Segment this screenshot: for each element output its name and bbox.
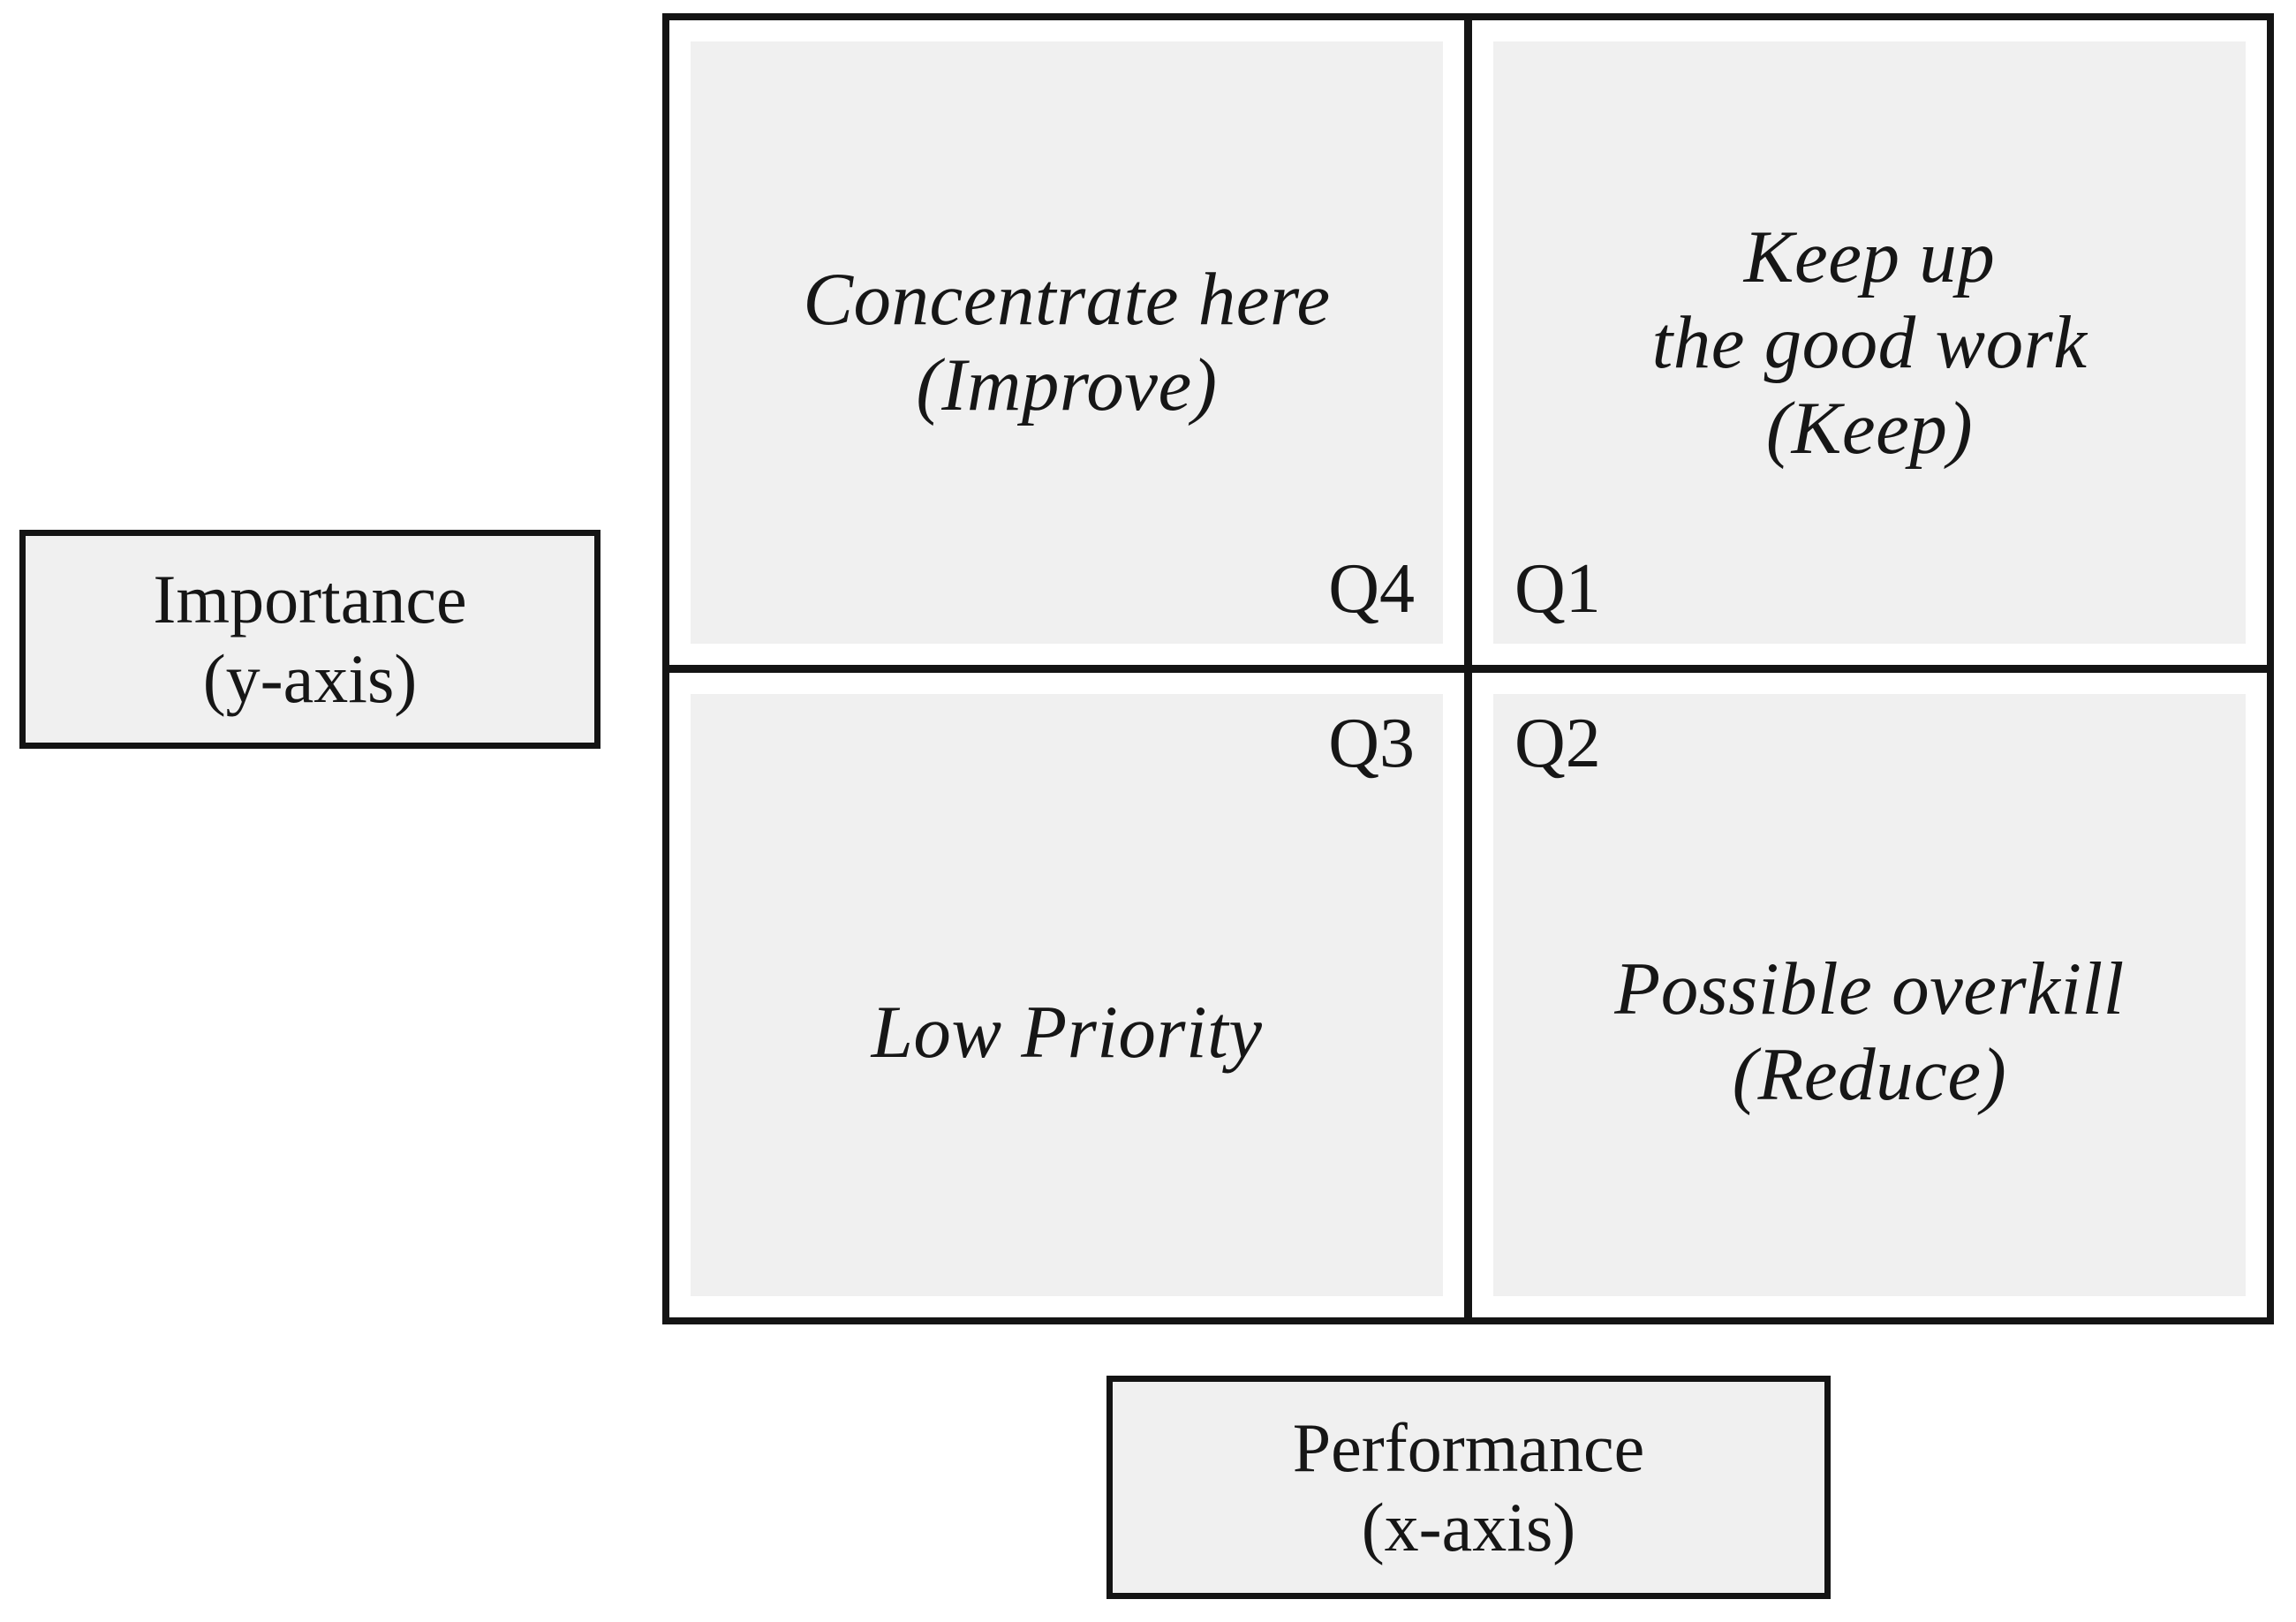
quadrant-q1-label: Q1 (1514, 550, 1601, 628)
quadrant-q3-text: Low Priority (872, 990, 1263, 1075)
y-axis-label-line: Importance (153, 561, 467, 637)
quadrant-q4-text-line: (Improve) (916, 343, 1218, 426)
quadrant-q2-text-line: (Reduce) (1732, 1033, 2007, 1116)
quadrant-q2-label: Q2 (1514, 705, 1601, 782)
quadrant-q4-text: Concentrate here (Improve) (803, 257, 1330, 428)
quadrant-q4-text-line: Concentrate here (803, 258, 1331, 341)
quadrant-q4-panel: Concentrate here (Improve) Q4 (691, 41, 1443, 644)
quadrant-grid: Concentrate here (Improve) Q4 Keep up th… (662, 13, 2274, 1324)
x-axis-label-line: (x-axis) (1361, 1488, 1576, 1565)
quadrant-q4: Concentrate here (Improve) Q4 (669, 20, 1464, 665)
quadrant-q2-panel: Possible overkill (Reduce) Q2 (1493, 694, 2246, 1296)
quadrant-q1-panel: Keep up the good work (Keep) Q1 (1493, 41, 2246, 644)
quadrant-q3: Low Priority Q3 (669, 673, 1464, 1317)
quadrant-q4-label: Q4 (1328, 550, 1415, 628)
quadrant-q1: Keep up the good work (Keep) Q1 (1472, 20, 2267, 665)
y-axis-label-box: Importance (y-axis) (19, 530, 600, 749)
quadrant-q1-text-line: (Keep) (1765, 386, 1974, 470)
quadrant-q1-text: Keep up the good work (Keep) (1652, 215, 2088, 472)
quadrant-q2-text-line: Possible overkill (1614, 947, 2125, 1030)
quadrant-q3-text-line: Low Priority (871, 990, 1263, 1074)
x-axis-label-line: Performance (1292, 1408, 1645, 1486)
y-axis-label-line: (y-axis) (202, 640, 418, 717)
quadrant-q1-text-line: the good work (1651, 300, 2088, 384)
quadrant-q2: Possible overkill (Reduce) Q2 (1472, 673, 2267, 1317)
quadrant-q3-label: Q3 (1328, 705, 1415, 782)
quadrant-q3-panel: Low Priority Q3 (691, 694, 1443, 1296)
x-axis-label-box: Performance (x-axis) (1106, 1376, 1831, 1599)
quadrant-q2-text: Possible overkill (Reduce) (1614, 947, 2124, 1118)
quadrant-q1-text-line: Keep up (1743, 215, 1996, 298)
